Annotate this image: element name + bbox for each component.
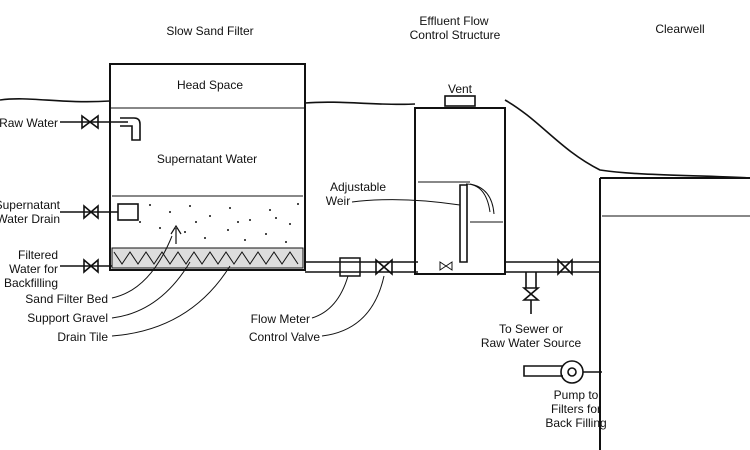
label-raw-water: Raw Water xyxy=(0,116,58,130)
label-supernatant-drain-1: Supernatant xyxy=(0,198,60,212)
supernatant-drain-valve xyxy=(83,204,99,220)
leader-flow-meter xyxy=(311,275,349,319)
title-effluent-line2: Control Structure xyxy=(409,28,501,42)
label-flow-meter: Flow Meter xyxy=(250,312,310,326)
pump-icon xyxy=(560,360,584,384)
label-sand-filter-bed: Sand Filter Bed xyxy=(25,292,108,306)
support-gravel-layer xyxy=(111,247,304,269)
label-to-sewer-2: Raw Water Source xyxy=(480,336,582,350)
label-to-sewer-1: To Sewer or xyxy=(498,322,564,336)
effluent-control-structure xyxy=(414,107,506,275)
leader-adjustable-weir xyxy=(351,199,461,206)
label-filtered-3: Backfilling xyxy=(3,276,58,290)
label-vent: Vent xyxy=(447,82,473,96)
label-supernatant-drain-2: Water Drain xyxy=(0,212,60,226)
label-adjustable-weir-2: Weir xyxy=(325,194,351,208)
title-slow-sand-filter: Slow Sand Filter xyxy=(166,24,254,38)
slow-sand-filter-tank xyxy=(109,63,306,271)
leader-drain-tile xyxy=(111,265,231,337)
weir-overflow xyxy=(465,183,495,215)
ground-line-middle xyxy=(304,101,416,106)
clearwell-tank xyxy=(599,177,750,450)
control-valve xyxy=(375,258,393,276)
label-filtered-2: Water for xyxy=(9,262,58,276)
flow-arrow xyxy=(170,224,182,244)
backfill-valve xyxy=(83,258,99,274)
label-support-gravel: Support Gravel xyxy=(27,311,108,325)
label-pump-3: Back Filling xyxy=(545,416,607,430)
leader-control-valve xyxy=(321,275,385,337)
raw-water-valve xyxy=(81,114,99,130)
leader-support-gravel xyxy=(111,261,191,319)
label-pump-2: Filters for xyxy=(550,402,601,416)
label-head-space: Head Space xyxy=(176,78,244,92)
drain-tile-pattern xyxy=(113,251,299,265)
ground-line-right xyxy=(504,99,750,179)
leader-sand-filter-bed xyxy=(111,235,173,299)
sewer-tee xyxy=(525,272,537,288)
label-pump-1: Pump to xyxy=(553,388,599,402)
label-filtered-1: Filtered xyxy=(17,248,58,262)
flow-meter-box xyxy=(339,257,361,277)
sand-particles xyxy=(139,203,299,243)
label-adjustable-weir-1: Adjustable xyxy=(329,180,387,194)
pump-discharge-pipe xyxy=(523,365,563,377)
vent xyxy=(444,95,476,107)
title-effluent-line1: Effluent Flow xyxy=(419,14,489,28)
title-clearwell: Clearwell xyxy=(655,22,705,36)
clearwell-inlet-valve xyxy=(557,258,573,276)
pump-hub xyxy=(567,367,577,377)
sewer-valve xyxy=(521,287,541,301)
label-control-valve: Control Valve xyxy=(248,330,320,344)
raw-water-elbow xyxy=(120,117,141,141)
label-supernatant-water: Supernatant Water xyxy=(156,152,258,166)
ground-line-left xyxy=(0,98,111,103)
adjustable-weir xyxy=(459,184,468,263)
supernatant-drain-box xyxy=(117,203,139,221)
weir-valve xyxy=(439,261,453,271)
label-drain-tile: Drain Tile xyxy=(57,330,108,344)
